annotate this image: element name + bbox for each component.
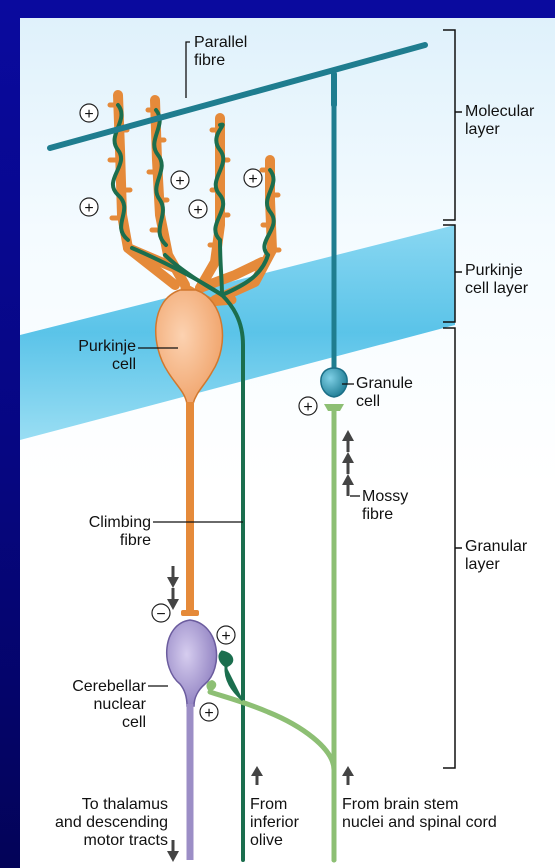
svg-text:+: + <box>84 200 93 217</box>
label-parallel-fibre: Parallel fibre <box>194 34 247 70</box>
label-from-inferior-olive: From inferior olive <box>250 796 299 850</box>
plus-sign-4: + <box>189 200 207 219</box>
figure-panel <box>20 18 555 868</box>
svg-text:+: + <box>84 106 93 123</box>
label-to-thalamus: To thalamus and descending motor tracts <box>20 796 168 850</box>
label-climbing-fibre: Climbing fibre <box>50 514 151 550</box>
svg-text:+: + <box>221 628 230 645</box>
minus-sign-1: − <box>152 604 170 623</box>
label-cerebellar-nuclear-cell: Cerebellar nuclear cell <box>40 678 146 732</box>
svg-text:−: − <box>156 606 165 623</box>
plus-sign-8: + <box>200 703 218 722</box>
label-mossy-fibre: Mossy fibre <box>362 488 408 524</box>
label-purkinje-cell-layer: Purkinje cell layer <box>465 262 528 298</box>
svg-text:+: + <box>193 202 202 219</box>
svg-text:+: + <box>248 171 257 188</box>
svg-text:+: + <box>303 399 312 416</box>
label-molecular-layer: Molecular layer <box>465 103 534 139</box>
plus-sign-5: + <box>244 169 262 188</box>
label-granular-layer: Granular layer <box>465 538 527 574</box>
plus-sign-3: + <box>171 171 189 190</box>
plus-sign-7: + <box>217 626 235 645</box>
plus-sign-1: + <box>80 104 98 123</box>
plus-sign-6: + <box>299 397 317 416</box>
label-purkinje-cell: Purkinje cell <box>60 338 136 374</box>
label-granule-cell: Granule cell <box>356 375 413 411</box>
svg-text:+: + <box>175 173 184 190</box>
purkinje-axon-terminal <box>181 610 199 616</box>
svg-text:+: + <box>204 705 213 722</box>
granule-soma <box>321 368 347 397</box>
label-from-brain-stem: From brain stem nuclei and spinal cord <box>342 796 497 832</box>
plus-sign-2: + <box>80 198 98 217</box>
